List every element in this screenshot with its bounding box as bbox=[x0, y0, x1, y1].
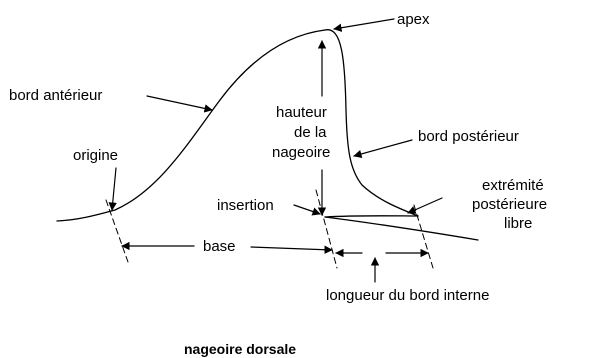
posterior-edge-arrow bbox=[354, 140, 412, 156]
height-label-line2: de la bbox=[294, 124, 327, 141]
free-tip-label-line2: postérieure bbox=[472, 196, 547, 213]
height-label-line1: hauteur bbox=[276, 104, 327, 121]
inner-edge-length-label: longueur du bord interne bbox=[326, 287, 489, 304]
anterior-edge-label: bord antérieur bbox=[9, 87, 102, 104]
anterior-edge-arrow bbox=[147, 96, 212, 110]
posterior-edge-label: bord postérieur bbox=[418, 128, 519, 145]
fin-anterior-outline bbox=[57, 30, 325, 221]
body-line bbox=[325, 217, 478, 240]
apex-label: apex bbox=[397, 11, 430, 28]
fin-posterior-outline bbox=[325, 30, 418, 216]
fin-free-tip-outline bbox=[325, 216, 418, 217]
free-tip-label-line3: libre bbox=[504, 215, 532, 232]
base-label: base bbox=[203, 238, 236, 255]
diagram-title: nageoire dorsale bbox=[184, 341, 296, 357]
insertion-label: insertion bbox=[217, 197, 274, 214]
height-label-line3: nageoire bbox=[272, 144, 330, 161]
insertion-arrow bbox=[294, 205, 320, 214]
base-arrow-right bbox=[251, 247, 332, 250]
insertion-dash-line bbox=[316, 190, 337, 268]
apex-arrow bbox=[334, 19, 394, 29]
origin-label: origine bbox=[73, 147, 118, 164]
free-tip-label-line1: extrémité bbox=[482, 177, 544, 194]
free-tip-dash-line bbox=[414, 205, 433, 268]
origin-arrow bbox=[112, 168, 116, 210]
free-tip-arrow bbox=[408, 198, 442, 213]
